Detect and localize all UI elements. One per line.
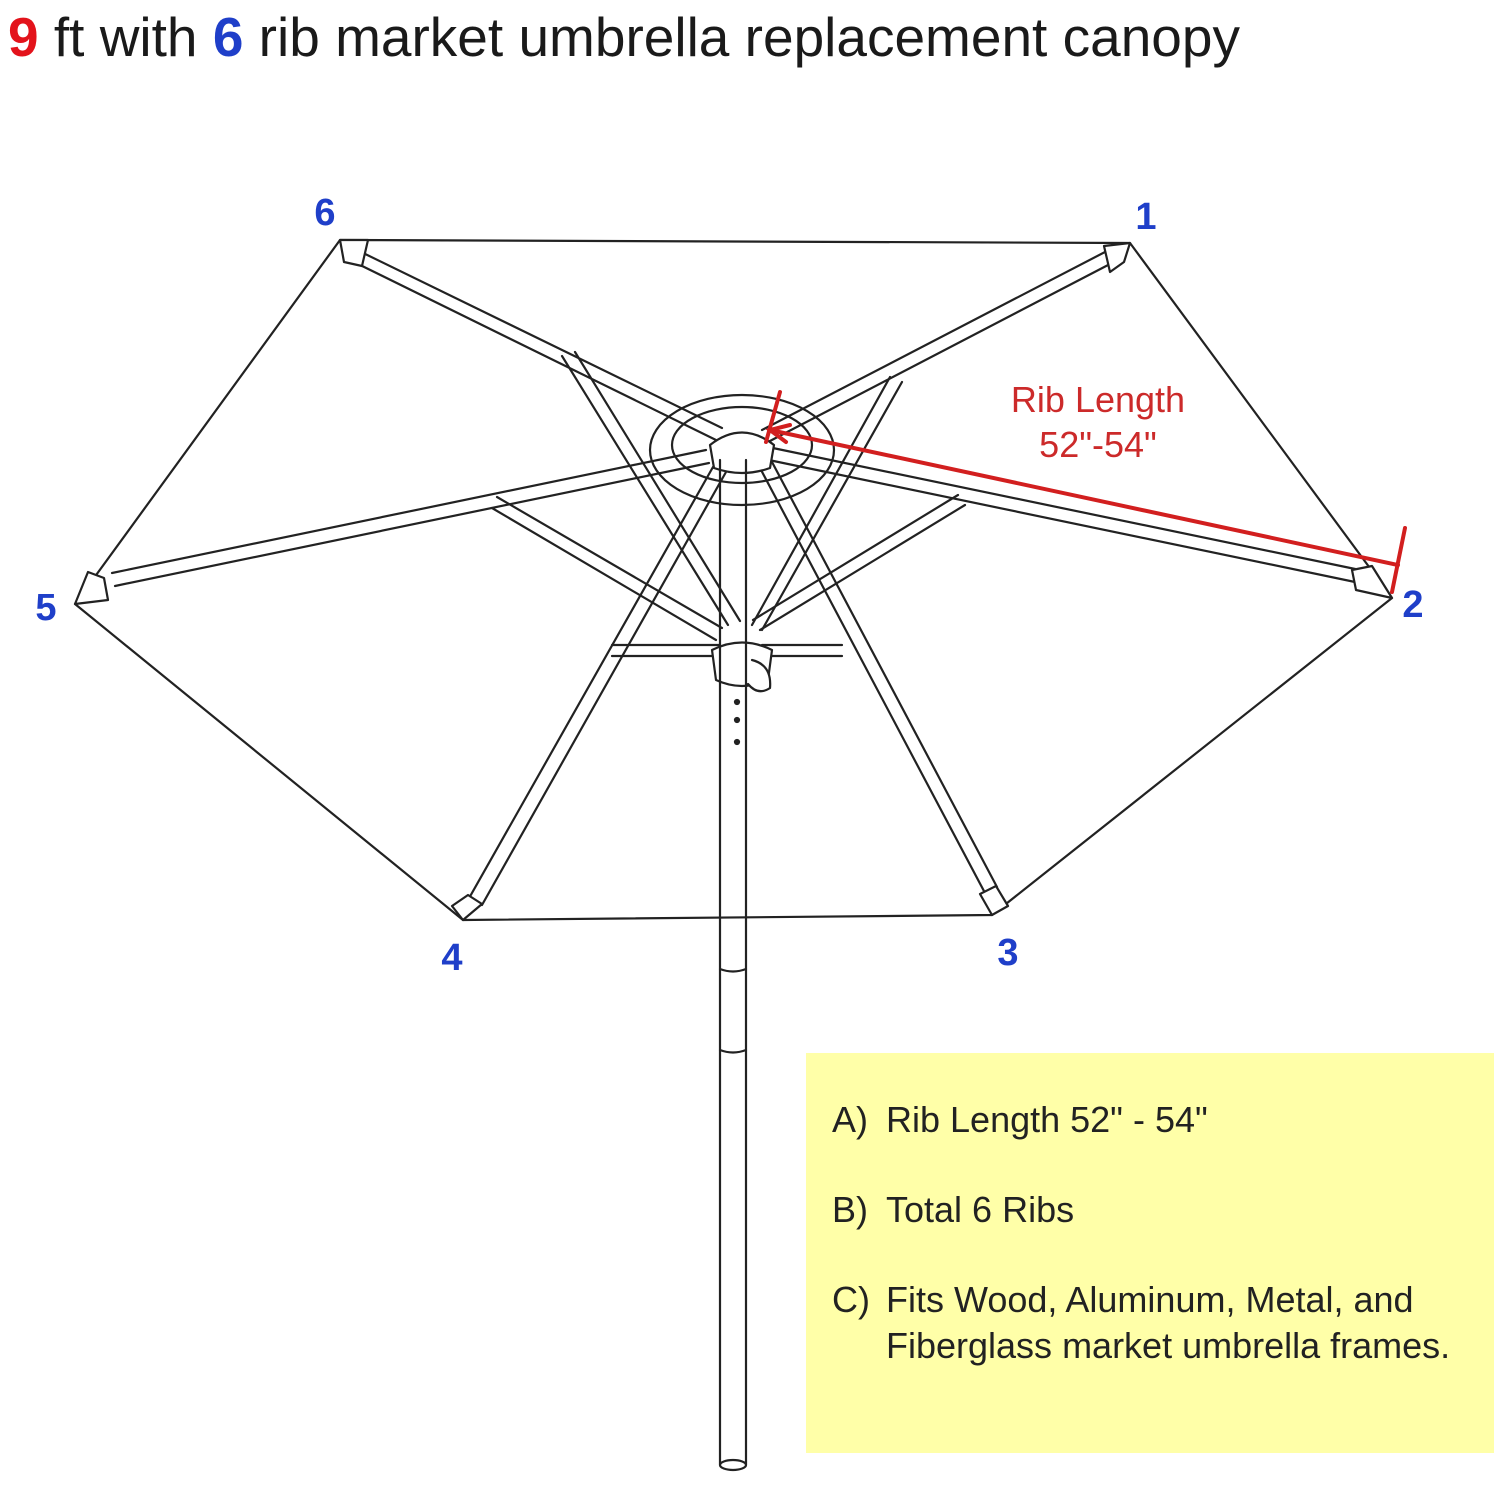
rib-1 — [760, 250, 1112, 444]
rib-length-dimension — [764, 390, 1407, 594]
spec-letter: B) — [832, 1189, 868, 1230]
crank-handle-icon — [746, 658, 772, 693]
spec-letter: C) — [832, 1279, 870, 1320]
title-rib-count: 6 — [212, 6, 244, 68]
title-text-a: ft with — [38, 6, 213, 68]
rib-number-3: 3 — [997, 932, 1018, 974]
spec-text: Total 6 Ribs — [886, 1189, 1075, 1230]
dimension-label-line2: 52"-54" — [1039, 424, 1157, 465]
spec-item: C) Fits Wood, Aluminum, Metal, and Fiber… — [832, 1277, 1474, 1369]
rib-number-1: 1 — [1135, 196, 1156, 238]
spec-text: Rib Length 52" - 54" — [886, 1099, 1208, 1140]
rib-5 — [110, 448, 711, 588]
spec-box: A) Rib Length 52" - 54" B) Total 6 Ribs … — [806, 1053, 1494, 1453]
page-title: 9 ft with 6 rib market umbrella replacem… — [8, 10, 1240, 65]
spec-text: Fits Wood, Aluminum, Metal, and Fibergla… — [886, 1279, 1451, 1366]
rib-number-2: 2 — [1402, 584, 1423, 626]
rib-number-5: 5 — [35, 587, 56, 629]
canopy-hub — [648, 393, 836, 507]
rib-number-6: 6 — [314, 192, 335, 234]
spec-letter: A) — [832, 1099, 868, 1140]
stretchers — [490, 350, 967, 658]
top-notch — [708, 431, 776, 475]
rib-6 — [352, 248, 724, 442]
dimension-label-line1: Rib Length — [1011, 379, 1185, 420]
canopy-outline — [73, 238, 1394, 922]
pole — [718, 458, 748, 1472]
rib-3 — [758, 460, 999, 895]
spec-item: B) Total 6 Ribs — [832, 1187, 1474, 1233]
rib-4 — [466, 465, 728, 907]
title-text-b: rib market umbrella replacement canopy — [243, 6, 1240, 68]
rib-2 — [762, 445, 1362, 584]
spec-item: A) Rib Length 52" - 54" — [832, 1097, 1474, 1143]
rib-number-4: 4 — [441, 937, 462, 979]
title-size-number: 9 — [8, 6, 39, 68]
